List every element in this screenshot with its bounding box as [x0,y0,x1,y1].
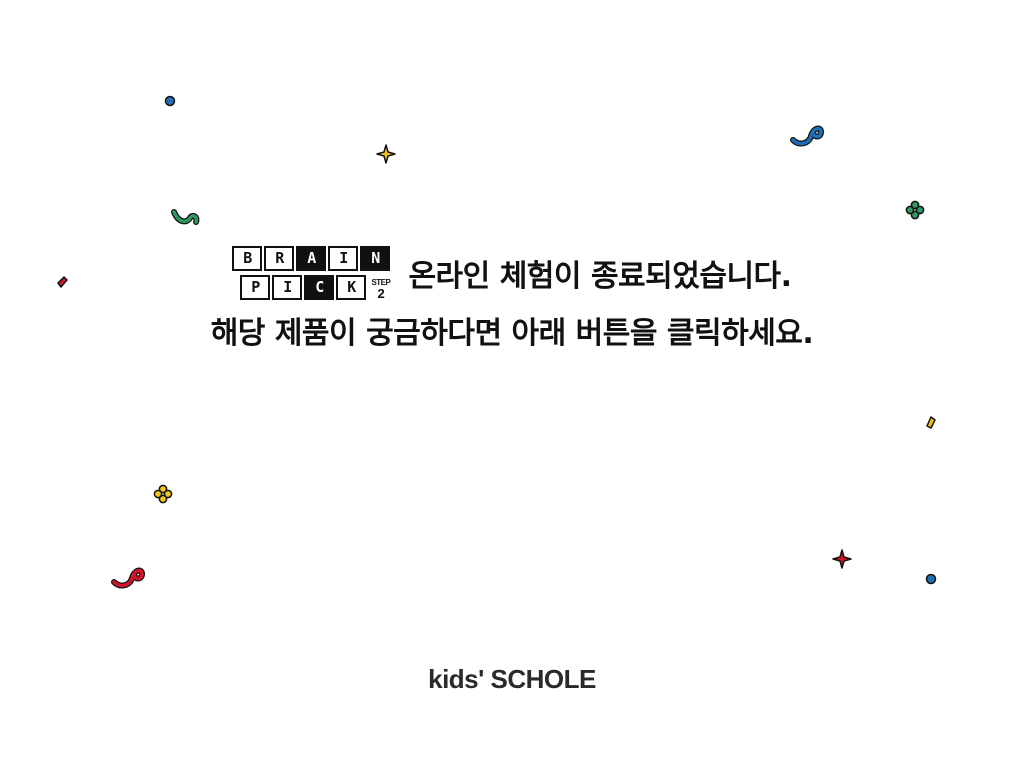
logo-step-number: 2 [377,286,385,301]
red-chip-confetti-icon [57,276,68,288]
green-squiggle-confetti-icon [171,209,200,225]
yellow-star-confetti-icon [376,144,396,164]
logo-letter: P [240,275,271,300]
logo-row-pick: P I C K STEP 2 [232,275,391,301]
blue-squiggle-confetti-icon [790,125,825,147]
logo-letter: I [328,246,359,271]
logo-letter: N [360,246,391,271]
red-star-confetti-icon [832,549,852,569]
yellow-chip-confetti-icon [926,416,936,429]
logo-row-brain: B R A I N [232,246,391,271]
logo-letter: A [296,246,327,271]
logo-step-label: STEP [371,278,391,287]
brain-pick-logo: B R A I N P I C K STEP 2 [232,246,391,301]
logo-step: STEP 2 [371,278,391,301]
logo-letter: K [336,275,367,300]
green-clover-confetti-icon [905,200,925,220]
message-line-1: 온라인 체험이 종료되었습니다. [408,259,792,294]
blue-dot-confetti-icon [164,95,176,107]
kids-schole-logo: kids' SCHOLE [428,664,596,694]
yellow-clover-confetti-icon [153,484,173,504]
logo-letter: I [272,275,303,300]
logo-letter: C [304,275,335,300]
logo-letter: B [232,246,263,271]
logo-letter: R [264,246,295,271]
message-line-1-row: B R A I N P I C K STEP 2 온라인 체험이 종료되었습니다… [0,246,1024,300]
blue-dot-confetti-icon [925,573,937,585]
message-line-2: 해당 제품이 궁금하다면 아래 버튼을 클릭하세요. [210,316,814,351]
red-squiggle-confetti-icon [111,567,146,589]
